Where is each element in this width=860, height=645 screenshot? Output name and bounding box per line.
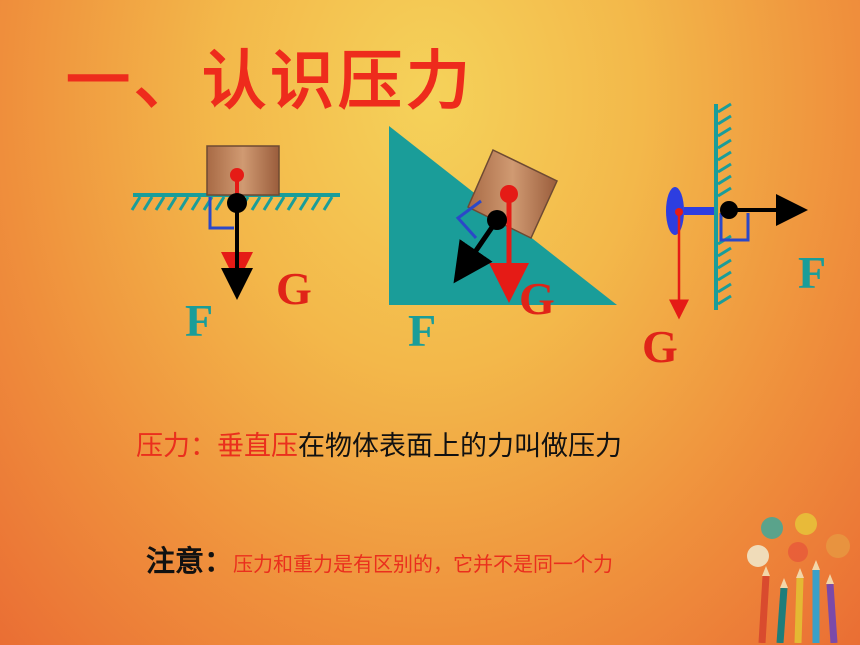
- definition-rest: 在物体表面上的力叫做压力: [298, 431, 622, 462]
- note-text: 压力和重力是有区别的，它并不是同一个力: [233, 552, 614, 576]
- wall-f-label: F: [798, 247, 827, 298]
- gravity-origin: [230, 168, 244, 182]
- definition-term: 压力: [136, 431, 190, 462]
- pressure-origin: [487, 210, 507, 230]
- pressure-arrow: [453, 218, 500, 284]
- right-angle-mark: [208, 197, 234, 230]
- definition-colon: ：: [190, 431, 217, 462]
- gravity-origin: [675, 208, 683, 216]
- flat-f-label: F: [185, 295, 214, 346]
- pressure-origin: [227, 193, 247, 213]
- flat-g-label: G: [276, 263, 312, 314]
- definition-key: 垂直压: [217, 431, 298, 462]
- incline-g-label: G: [519, 273, 555, 324]
- note-label: 注意：: [146, 544, 234, 578]
- right-angle-mark: [455, 199, 482, 240]
- flat-surface-diagram: [130, 145, 340, 300]
- wall-diagram: [666, 102, 808, 320]
- incline-diagram: [389, 126, 617, 305]
- right-angle-mark: [719, 213, 750, 242]
- incline-f-label: F: [408, 305, 437, 356]
- pencils-decoration-icon: [747, 513, 850, 643]
- object-handle: [684, 207, 714, 215]
- page-title: 一、认识压力: [66, 45, 474, 119]
- note: 注意：压力和重力是有区别的，它并不是同一个力: [146, 538, 613, 580]
- wall-g-label: G: [642, 321, 678, 372]
- block: [206, 145, 280, 196]
- pressure-definition: 压力：垂直压在物体表面上的力叫做压力: [136, 424, 622, 463]
- gravity-origin: [500, 185, 518, 203]
- pressure-origin: [720, 201, 738, 219]
